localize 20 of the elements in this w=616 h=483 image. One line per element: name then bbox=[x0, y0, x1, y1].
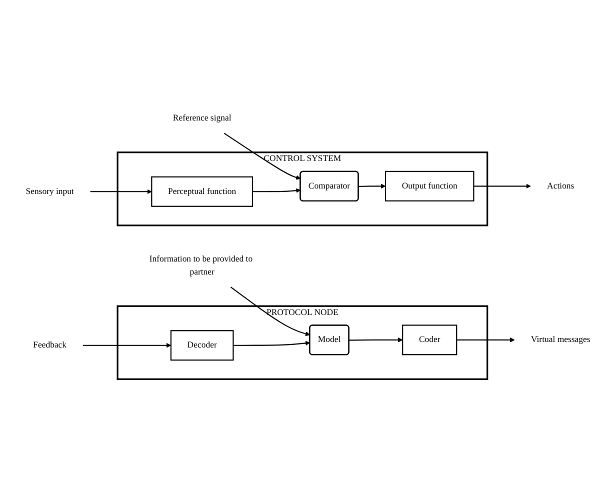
node-text: Sensory input bbox=[26, 186, 74, 196]
node-text: Feedback bbox=[33, 340, 67, 350]
arrow bbox=[349, 338, 403, 342]
node-box: Perceptual function bbox=[151, 176, 254, 207]
node-text: Reference signal bbox=[172, 114, 232, 123]
arrow bbox=[358, 184, 386, 189]
arrow bbox=[230, 286, 310, 336]
node-box: Decoder bbox=[170, 330, 234, 361]
arrow bbox=[224, 132, 301, 180]
arrow bbox=[90, 189, 152, 194]
arrow bbox=[233, 340, 310, 346]
arrow bbox=[456, 338, 515, 342]
arrow bbox=[252, 188, 301, 193]
arrow bbox=[82, 342, 172, 348]
node-box: Output function bbox=[384, 170, 474, 202]
node-text: Information to be provided to partner bbox=[149, 254, 253, 277]
node-box: Coder bbox=[402, 324, 458, 356]
node-text: Actions bbox=[547, 181, 574, 191]
arrow bbox=[474, 184, 531, 189]
node-text: Virtual messages bbox=[530, 335, 590, 344]
